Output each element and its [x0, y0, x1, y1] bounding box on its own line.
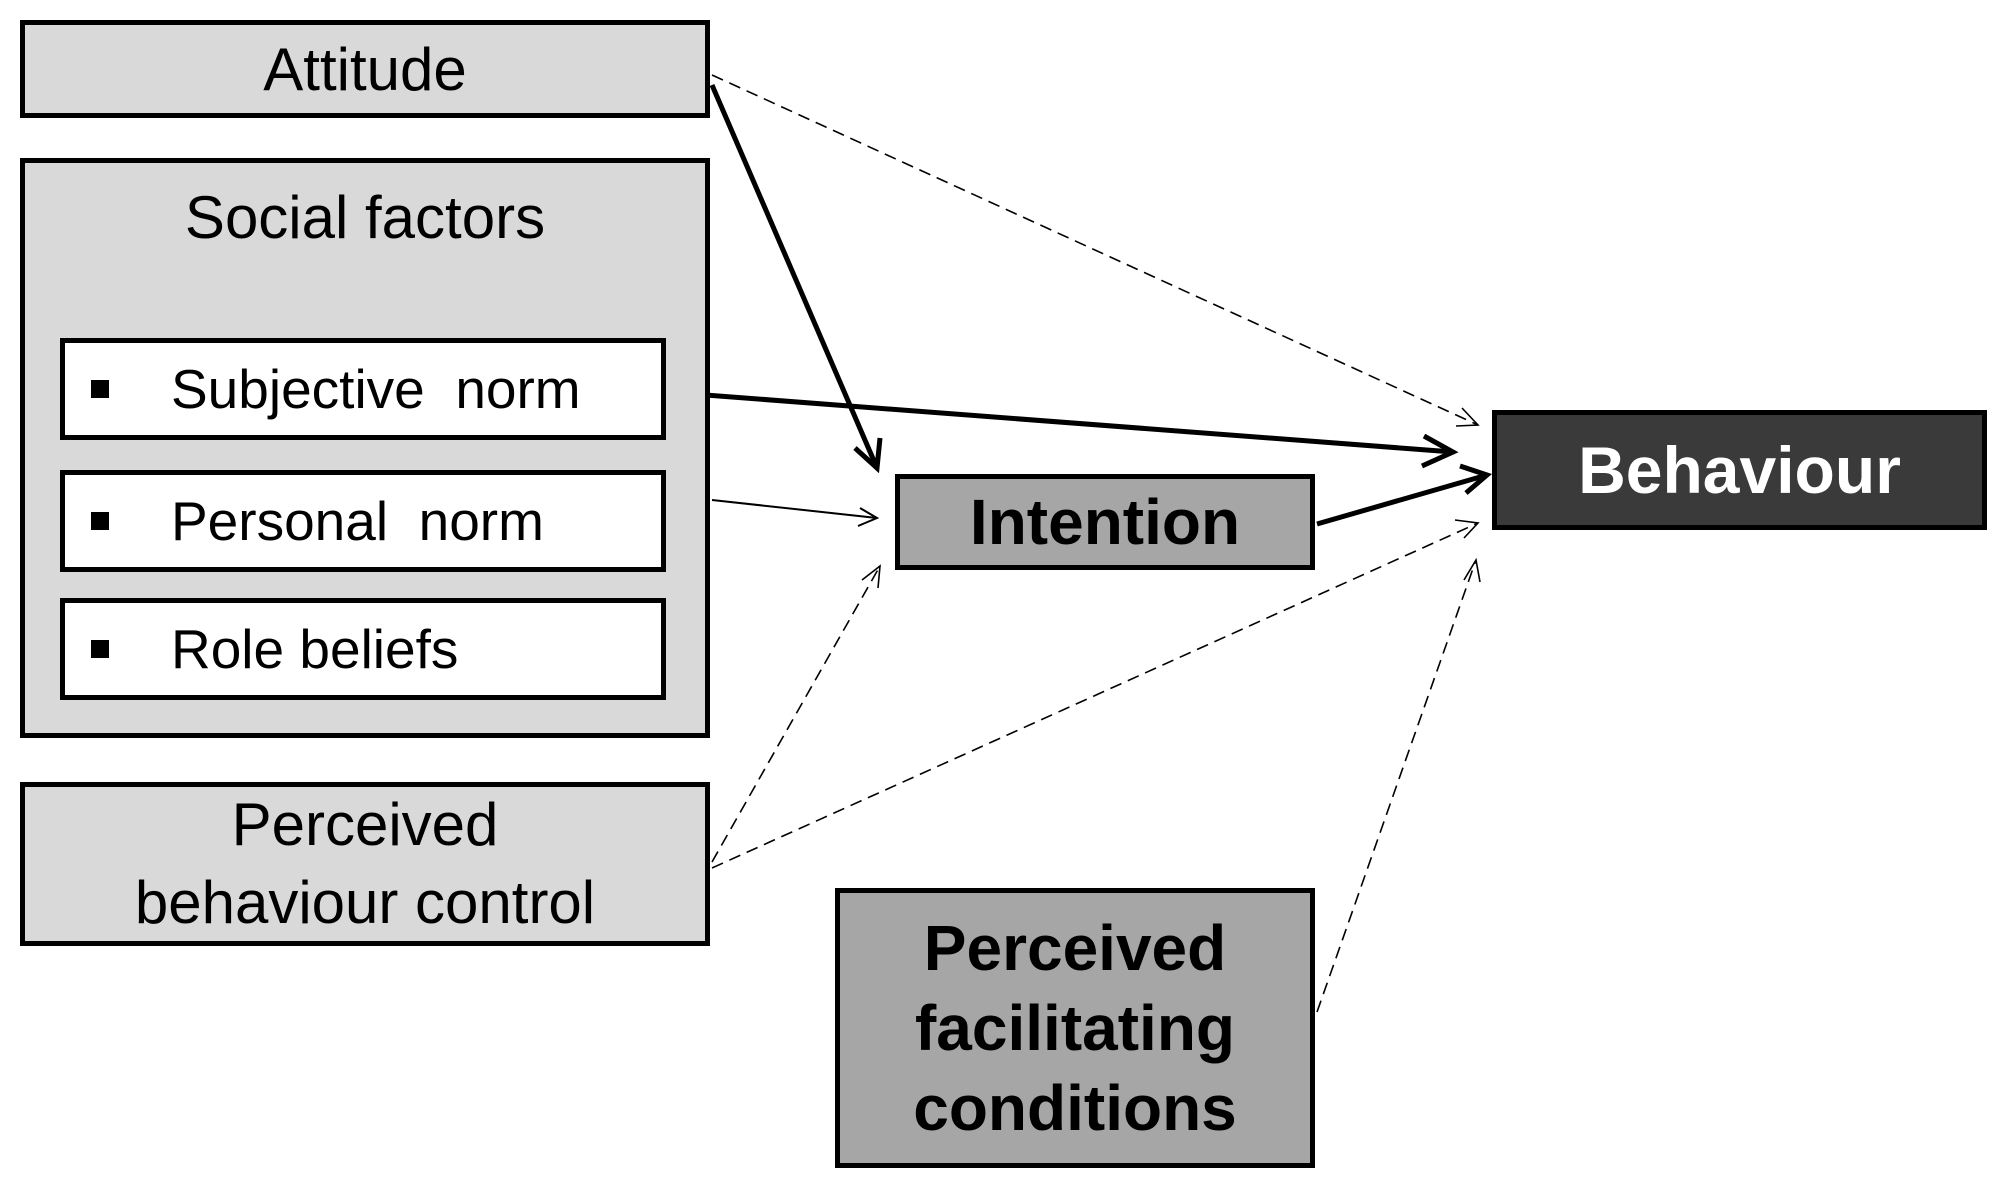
personal-norm-box: Personal norm: [60, 470, 666, 572]
arrow-intention-to-behaviour: [1316, 463, 1492, 527]
pfc-label-line-3: conditions: [913, 1072, 1237, 1144]
bullet-icon: [91, 640, 109, 658]
bullet-icon: [91, 380, 109, 398]
intention-box: Intention: [895, 474, 1315, 570]
arrow-attitude-to-intention: [709, 84, 883, 474]
attitude-box: Attitude: [20, 20, 710, 118]
behaviour-label: Behaviour: [1578, 433, 1901, 507]
intention-label: Intention: [969, 486, 1241, 558]
personal-norm-label: Personal norm: [171, 490, 544, 552]
social-factors-title: Social factors: [184, 184, 546, 251]
pfc-label-line-1: Perceived: [923, 912, 1227, 984]
pbc-label-line-2: behaviour control: [134, 869, 596, 936]
arrow-subjective-norm-to-behaviour: [665, 389, 1459, 469]
bullet-icon: [91, 512, 109, 530]
attitude-label: Attitude: [263, 35, 467, 103]
arrow-attitude-to-behaviour: [711, 74, 1480, 427]
role-beliefs-label: Role beliefs: [171, 618, 459, 680]
role-beliefs-box: Role beliefs: [60, 598, 666, 700]
pfc-label-line-2: facilitating: [914, 992, 1236, 1064]
perceived-facilitating-conditions-box: Perceived facilitating conditions: [835, 888, 1315, 1168]
arrow-pbc-to-intention: [711, 564, 881, 863]
arrow-pbc-to-behaviour: [711, 519, 1480, 869]
behaviour-box: Behaviour: [1492, 410, 1987, 530]
arrow-personal-norm-to-intention: [711, 499, 880, 527]
subjective-norm-label: Subjective norm: [171, 358, 581, 420]
perceived-behaviour-control-box: Perceived behaviour control: [20, 782, 710, 946]
arrow-pfc-to-behaviour: [1316, 557, 1481, 1013]
subjective-norm-box: Subjective norm: [60, 338, 666, 440]
pbc-label-line-1: Perceived: [231, 791, 499, 858]
